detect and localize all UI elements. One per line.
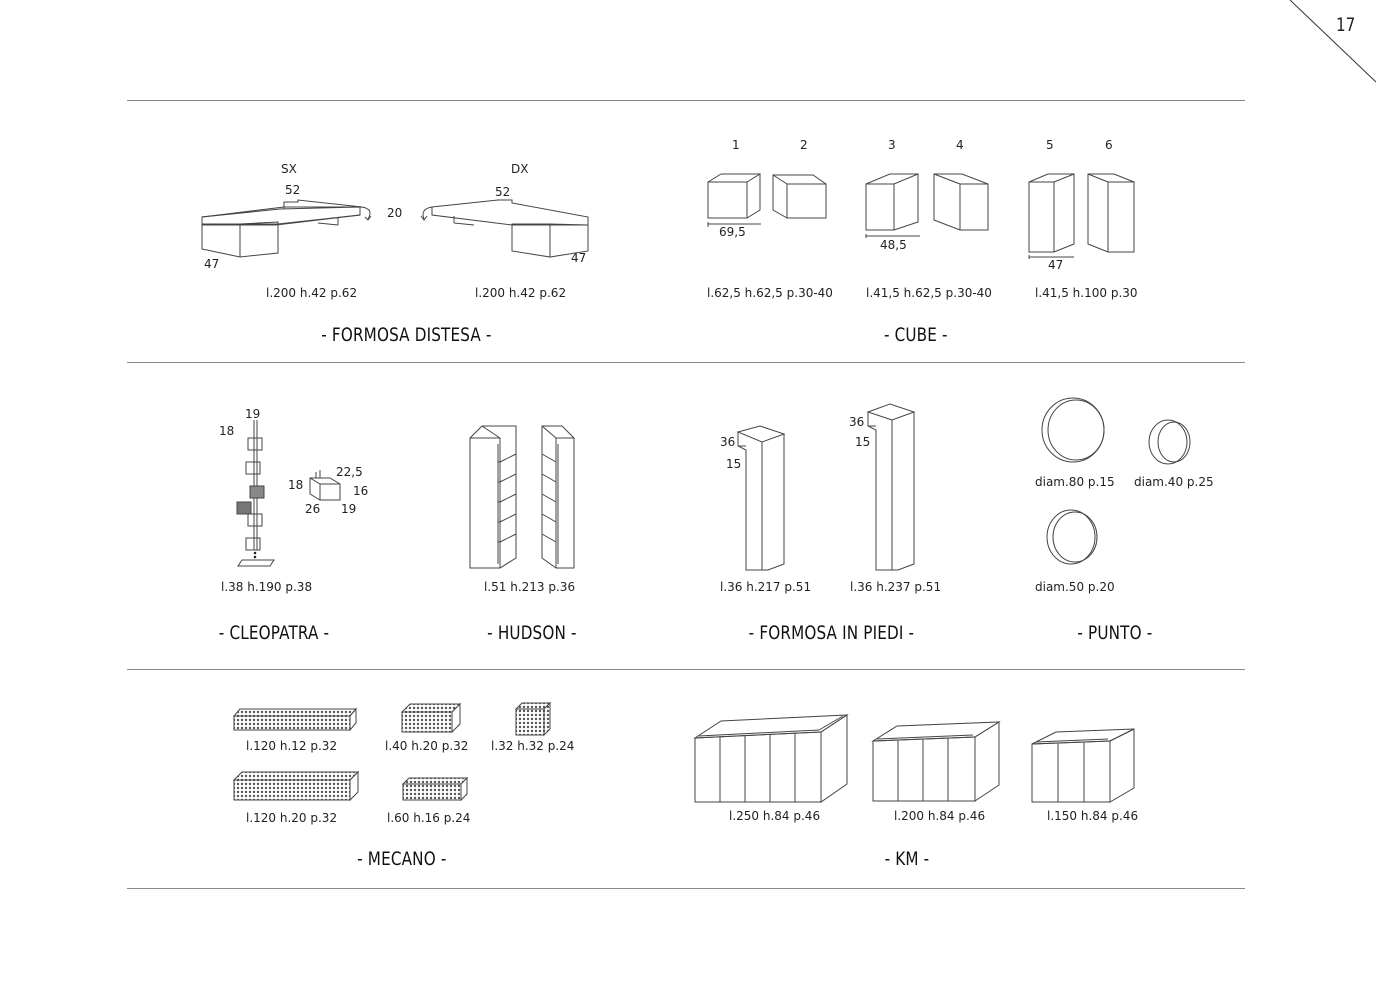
km-250-drawing <box>693 712 853 804</box>
size-mecano-5: l.60 h.16 p.24 <box>387 811 471 825</box>
cube-number-5: 5 <box>1046 138 1054 152</box>
formosa-in-piedi-1-drawing <box>736 424 788 574</box>
formosa-distesa-dx-drawing <box>418 195 598 265</box>
cube-width-3: 47 <box>1048 258 1064 272</box>
title-formosa-distesa: - FORMOSA DISTESA - <box>321 324 492 346</box>
title-punto: - PUNTO - <box>1077 622 1153 644</box>
label-dx: DX <box>511 162 529 176</box>
fip-dim-a1: 36 <box>720 435 736 449</box>
fip-dim-b1: 36 <box>849 415 865 429</box>
dim-depth-dx: 47 <box>571 251 587 265</box>
cleopatra-module-drawing <box>304 470 349 505</box>
size-cube-3-4: l.41,5 h.62,5 p.30-40 <box>866 286 992 300</box>
size-formosa-distesa-dx: l.200 h.42 p.62 <box>475 286 567 300</box>
title-cleopatra: - CLEOPATRA - <box>218 622 330 644</box>
divider-row1 <box>127 362 1245 363</box>
cube-width-1: 69,5 <box>719 225 746 239</box>
label-sx: SX <box>281 162 297 176</box>
size-punto-40: diam.40 p.25 <box>1134 475 1214 489</box>
title-mecano: - MECANO - <box>357 848 447 870</box>
page-number: 17 <box>1336 14 1356 36</box>
size-cleopatra: l.38 h.190 p.38 <box>221 580 313 594</box>
corner-diagonal <box>1290 0 1376 82</box>
title-formosa-in-piedi: - FORMOSA IN PIEDI - <box>748 622 915 644</box>
title-hudson: - HUDSON - <box>487 622 577 644</box>
cube-width-2: 48,5 <box>880 238 907 252</box>
title-cube: - CUBE - <box>883 324 948 346</box>
cleopatra-dim-d: 18 <box>288 478 304 492</box>
punto-80-drawing <box>1040 396 1110 466</box>
formosa-distesa-sx-drawing <box>198 195 378 265</box>
size-mecano-1: l.120 h.12 p.32 <box>246 739 338 753</box>
cube-3-4-drawing <box>864 172 990 252</box>
divider-bottom <box>127 888 1245 889</box>
punto-40-drawing <box>1146 418 1198 468</box>
dim-top-sx: 52 <box>285 183 301 197</box>
cube-5-6-drawing <box>1026 172 1138 262</box>
fip-dim-b2: 15 <box>855 435 871 449</box>
divider-row2 <box>127 669 1245 670</box>
cube-1-2-drawing <box>705 172 830 242</box>
size-km-250: l.250 h.84 p.46 <box>729 809 821 823</box>
dim-depth-sx: 47 <box>204 257 220 271</box>
cube-number-6: 6 <box>1105 138 1113 152</box>
dim-top-dx: 52 <box>495 185 511 199</box>
size-km-200: l.200 h.84 p.46 <box>894 809 986 823</box>
size-mecano-4: l.120 h.20 p.32 <box>246 811 338 825</box>
size-cube-5-6: l.41,5 h.100 p.30 <box>1035 286 1138 300</box>
size-formosa-distesa-sx: l.200 h.42 p.62 <box>266 286 358 300</box>
km-200-drawing <box>871 719 1003 804</box>
cleopatra-dim-c: 22,5 <box>336 465 363 479</box>
mecano-120x12-drawing <box>232 706 358 736</box>
cleopatra-dim-f: 26 <box>305 502 321 516</box>
size-cube-1-2: l.62,5 h.62,5 p.30-40 <box>707 286 833 300</box>
cube-number-2: 2 <box>800 138 808 152</box>
title-km: - KM - <box>884 848 930 870</box>
size-mecano-3: l.32 h.32 p.24 <box>491 739 575 753</box>
size-mecano-2: l.40 h.20 p.32 <box>385 739 469 753</box>
km-150-drawing <box>1030 726 1138 804</box>
size-formosa-in-piedi-2: l.36 h.237 p.51 <box>850 580 942 594</box>
mecano-32x32-drawing <box>514 701 554 737</box>
mecano-60x16-drawing <box>401 776 469 804</box>
dim-gap: 20 <box>387 206 403 220</box>
cube-number-4: 4 <box>956 138 964 152</box>
divider-top <box>127 100 1245 101</box>
formosa-in-piedi-2-drawing <box>866 402 918 574</box>
cube-number-3: 3 <box>888 138 896 152</box>
size-hudson: l.51 h.213 p.36 <box>484 580 576 594</box>
size-km-150: l.150 h.84 p.46 <box>1047 809 1139 823</box>
size-punto-80: diam.80 p.15 <box>1035 475 1115 489</box>
cleopatra-tower-drawing <box>234 420 284 575</box>
mecano-120x20-drawing <box>232 770 360 804</box>
fip-dim-a2: 15 <box>726 457 742 471</box>
size-formosa-in-piedi-1: l.36 h.217 p.51 <box>720 580 812 594</box>
cleopatra-dim-e: 16 <box>353 484 369 498</box>
hudson-drawing <box>468 424 578 574</box>
punto-50-drawing <box>1045 508 1101 568</box>
cube-number-1: 1 <box>732 138 740 152</box>
cleopatra-dim-g: 19 <box>341 502 357 516</box>
cleopatra-dim-b: 18 <box>219 424 235 438</box>
cleopatra-dim-a: 19 <box>245 407 261 421</box>
mecano-40x20-drawing <box>400 702 462 736</box>
size-punto-50: diam.50 p.20 <box>1035 580 1115 594</box>
